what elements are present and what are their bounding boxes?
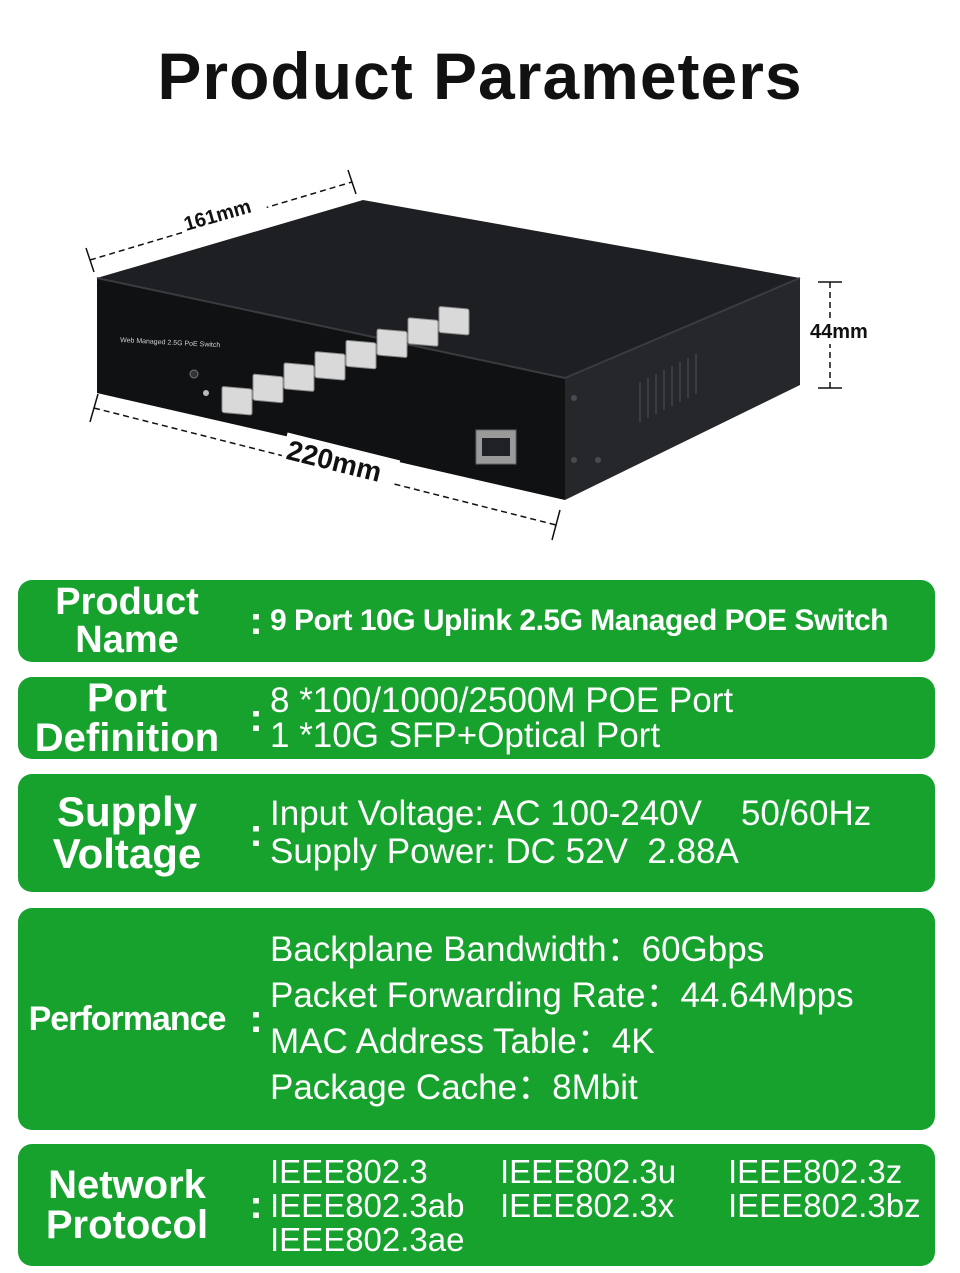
spec-row-product-name: Product Name : 9 Port 10G Uplink 2.5G Ma…	[18, 580, 935, 662]
spec-row-port-definition: Port Definition : 8 *100/1000/2500M POE …	[18, 677, 935, 759]
protocol-item: IEEE802.3bz	[728, 1186, 921, 1224]
protocol-item: IEEE802.3x	[500, 1186, 675, 1224]
spec-label-performance: Performance	[28, 1000, 227, 1038]
spec-value-supply-voltage: Input Voltage: AC 100-240V 50/60Hz Suppl…	[270, 793, 872, 871]
height-label: 44mm	[810, 321, 868, 343]
protocol-item: IEEE802.3ab	[270, 1186, 465, 1224]
switch-side-face	[565, 278, 800, 500]
spec-label-product-name: Product Name	[55, 581, 199, 661]
colon-separator: :	[249, 996, 263, 1041]
rj45-port-2	[252, 373, 284, 404]
sys-led	[203, 390, 209, 396]
colon-separator: :	[249, 1182, 263, 1227]
colon-separator: :	[249, 810, 263, 855]
spec-label-port-definition: Port Definition	[34, 676, 220, 760]
switch-drawing: Web Managed 2.5G PoE Switch 161mm	[85, 169, 876, 541]
spec-value-product-name: 9 Port 10G Uplink 2.5G Managed POE Switc…	[270, 604, 889, 637]
spec-value-network-protocol: IEEE802.3 IEEE802.3u IEEE802.3z IEEE802.…	[270, 1144, 927, 1266]
protocol-item: IEEE802.3z	[728, 1152, 903, 1190]
spec-row-network-protocol: Network Protocol : IEEE802.3 IEEE802.3u …	[18, 1144, 935, 1266]
switch-top-face	[97, 200, 800, 378]
width-dimension	[85, 169, 357, 273]
spec-row-supply-voltage: Supply Voltage : Input Voltage: AC 100-2…	[18, 774, 935, 892]
length-dimension	[89, 393, 561, 541]
switch-front-face	[97, 278, 565, 500]
protocol-item: IEEE802.3u	[500, 1152, 677, 1190]
spec-label-supply-voltage: Supply Voltage	[52, 788, 202, 877]
rj45-port-1	[221, 386, 253, 416]
rj45-port-5	[345, 339, 377, 370]
spec-value-performance: Backplane Bandwidth：60Gbps Packet Forwar…	[270, 930, 854, 1107]
rj45-port-4	[314, 351, 346, 381]
rj45-port-6	[376, 328, 408, 358]
spec-row-performance: Performance : Backplane Bandwidth：60Gbps…	[18, 908, 935, 1130]
colon-separator: :	[249, 695, 263, 740]
rj45-port-7	[407, 317, 439, 347]
rj45-ports	[221, 306, 470, 416]
rj45-port-3	[283, 362, 315, 392]
rj45-port-8	[438, 306, 470, 336]
spec-value-port-definition: 8 *100/1000/2500M POE Port 1 *10G SFP+Op…	[270, 681, 734, 755]
product-illustration: Web Managed 2.5G PoE Switch 161mm	[0, 160, 960, 560]
protocol-list: IEEE802.3 IEEE802.3u IEEE802.3z IEEE802.…	[270, 1155, 927, 1256]
protocol-item: IEEE802.3	[270, 1152, 428, 1190]
colon-separator: :	[249, 598, 263, 643]
spec-label-network-protocol: Network Protocol	[45, 1163, 209, 1247]
protocol-item: IEEE802.3ae	[270, 1220, 465, 1258]
page-title: Product Parameters	[157, 39, 803, 113]
reset-button	[189, 369, 199, 379]
